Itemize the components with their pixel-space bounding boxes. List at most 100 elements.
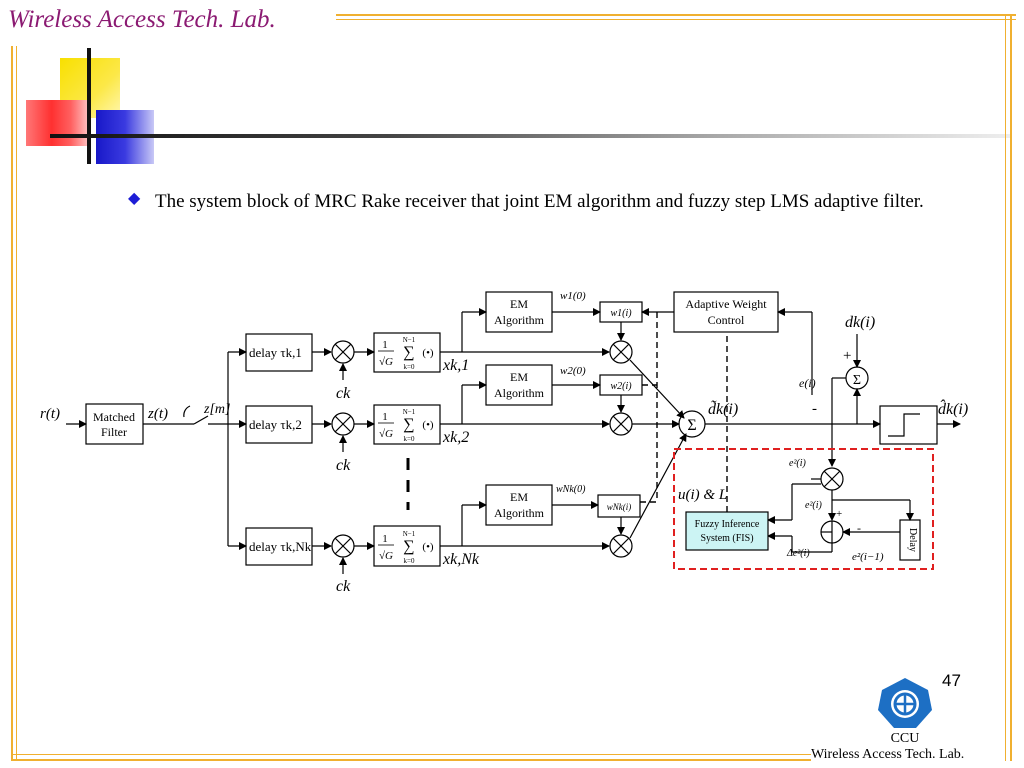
svg-text:∑: ∑ — [403, 344, 414, 361]
em-label-3a: EM — [510, 490, 528, 504]
sampler-switch — [193, 415, 209, 425]
wmult-to-sum-3 — [629, 433, 687, 539]
input-signal-label: r(t) — [40, 406, 60, 422]
delay-label-2: delay τk,2 — [249, 417, 302, 432]
svg-text:1: 1 — [382, 411, 388, 423]
fis-label-2: System (FIS) — [700, 533, 753, 544]
init-weight-label-3: wNk(0) — [556, 484, 586, 495]
square-x-b — [823, 470, 841, 488]
fuzzy-minus-sign: - — [857, 521, 861, 535]
matched-filter-label-2: Filter — [101, 425, 127, 439]
diamond-bullet-icon: ◆ — [128, 190, 141, 207]
adaptive-control-label-2: Control — [708, 313, 745, 327]
em-label-1b: Algorithm — [494, 313, 545, 327]
error-squared-label-2: e²(i) — [805, 500, 823, 511]
branch-output-label-2: xk,2 — [442, 429, 469, 446]
decor-vertical-line — [87, 48, 91, 164]
code-label-2: ck — [336, 457, 351, 474]
svg-text:k=0: k=0 — [404, 435, 415, 443]
em-label-1a: EM — [510, 297, 528, 311]
svg-text:1: 1 — [382, 533, 388, 545]
svg-text:√G: √G — [379, 428, 393, 440]
branch-output-label-3: xk,Nk — [442, 551, 480, 568]
em-label-2a: EM — [510, 370, 528, 384]
fis-block — [685, 511, 769, 551]
delta-error-label: Δe²(i) — [786, 548, 810, 559]
desired-label: dk(i) — [845, 314, 875, 331]
estimate-label: d̃k(i) — [708, 400, 738, 418]
em-label-2b: Algorithm — [494, 386, 545, 400]
wmult-x-2b — [612, 415, 630, 433]
plus-sign: + — [843, 348, 851, 364]
svg-text:(•): (•) — [422, 541, 434, 553]
multiplier-x-1b — [334, 343, 352, 361]
delay-label-1: delay τk,1 — [249, 345, 302, 360]
fis-output-label: u(i) & L — [678, 487, 727, 503]
border-left-line — [11, 46, 13, 761]
border-bottom-line — [11, 759, 811, 761]
weight-block-3 — [597, 494, 641, 518]
filter-output-label: z(t) — [147, 406, 168, 422]
svg-text:√G: √G — [379, 550, 393, 562]
wmult-to-sum-1 — [629, 359, 685, 419]
sampler-arc — [183, 405, 191, 418]
svg-text:(•): (•) — [422, 419, 434, 431]
svg-text:k=0: k=0 — [404, 557, 415, 565]
border-right-line — [1010, 14, 1012, 761]
decision-label: d̂k(i) — [938, 399, 968, 418]
step-function-icon — [888, 413, 920, 437]
border-left-line-inner — [16, 46, 17, 761]
footer-ccu: CCU — [890, 731, 920, 746]
decor-horizontal-line — [50, 134, 1010, 138]
wmult-x-3b — [612, 537, 630, 555]
combiner-sum-symbol: Σ — [687, 417, 696, 434]
error-sum-symbol: Σ — [853, 373, 861, 388]
init-weight-label-1: w1(0) — [560, 290, 586, 302]
weight-label-1: w1(i) — [610, 308, 632, 319]
ccu-logo-icon — [878, 678, 932, 728]
delay-block-fuzzy — [899, 519, 921, 561]
page-number: 47 — [942, 671, 961, 690]
svg-text:N−1: N−1 — [403, 408, 416, 416]
fuzzy-delay-label: Delay — [907, 528, 918, 552]
decision-block — [879, 405, 938, 445]
error-squared-label: e²(i) — [789, 458, 807, 469]
fuzzy-step-dashed-box — [673, 448, 934, 570]
svg-text:∑: ∑ — [403, 538, 414, 555]
bullet-text: The system block of MRC Rake receiver th… — [155, 191, 924, 212]
svg-text:∑: ∑ — [403, 416, 414, 433]
border-bottom-line-inner — [11, 754, 811, 755]
integrator-formula-2: 1 √G N−1 ∑ k=0 (•) — [378, 408, 434, 443]
branch-output-label-1: xk,1 — [442, 357, 469, 374]
integrator-formula-3: 1 √G N−1 ∑ k=0 (•) — [378, 530, 434, 565]
weight-multiplier-1 — [609, 340, 633, 364]
svg-text:√G: √G — [379, 356, 393, 368]
weight-label-3: wNk(i) — [607, 502, 632, 512]
weight-multiplier-3 — [609, 534, 633, 558]
delay-label-3: delay τk,Nk — [249, 539, 312, 554]
adaptive-control-label-1: Adaptive Weight — [685, 297, 767, 311]
multiplier-x-2b — [334, 415, 352, 433]
code-label-1: ck — [336, 385, 351, 402]
border-top-line-inner — [336, 19, 1016, 20]
init-weight-label-2: w2(0) — [560, 365, 586, 377]
decor-red-square — [26, 100, 90, 146]
wmult-x-1b — [612, 343, 630, 361]
code-label-3: ck — [336, 578, 351, 595]
svg-text:(•): (•) — [422, 347, 434, 359]
svg-text:N−1: N−1 — [403, 530, 416, 538]
minus-sign: - — [812, 401, 817, 417]
svg-text:1: 1 — [382, 339, 388, 351]
fuzzy-plus-sign: + — [836, 508, 842, 520]
delayed-error-label: e²(i−1) — [852, 551, 884, 563]
svg-text:k=0: k=0 — [404, 363, 415, 371]
header-title: Wireless Access Tech. Lab. — [8, 6, 276, 33]
weight-label-2: w2(i) — [610, 381, 632, 392]
multiplier-x-3b — [334, 537, 352, 555]
sampled-label: z[m] — [203, 402, 230, 417]
footer-lab: Wireless Access Tech. Lab. — [811, 747, 965, 762]
svg-text:N−1: N−1 — [403, 336, 416, 344]
matched-filter-label-1: Matched — [93, 410, 135, 424]
integrator-formula-1: 1 √G N−1 ∑ k=0 (•) — [378, 336, 434, 371]
